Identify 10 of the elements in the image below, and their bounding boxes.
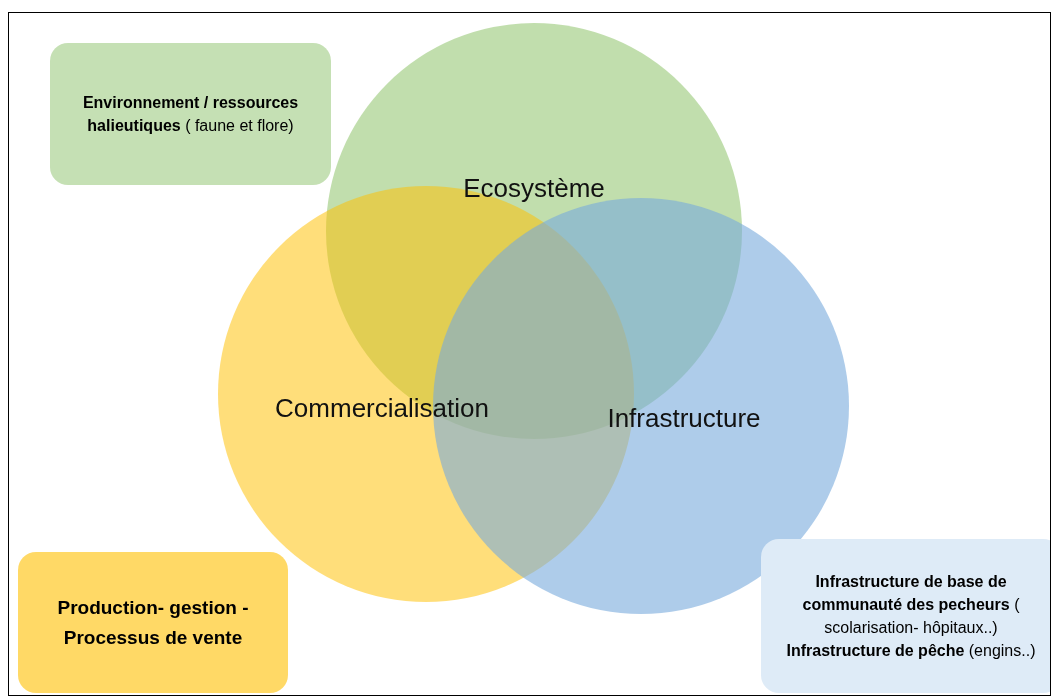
circle-label: Infrastructure <box>607 402 761 434</box>
circle-label: Ecosystème <box>463 172 605 204</box>
note-card <box>18 552 288 693</box>
note-text: Environnement / ressources halieutiques ( faune et flore) <box>81 93 300 136</box>
note-text: Infrastructure de base de communauté des pecheurs ( scolarisation- hôpitaux..) <box>801 572 1021 638</box>
note-card <box>50 43 331 185</box>
note-text: Infrastructure de pêche (engins..) <box>786 641 1036 661</box>
note-card <box>761 539 1050 693</box>
circle-label: Commercialisation <box>275 392 489 424</box>
note-text: Production- gestion - Processus de vente <box>56 595 250 650</box>
